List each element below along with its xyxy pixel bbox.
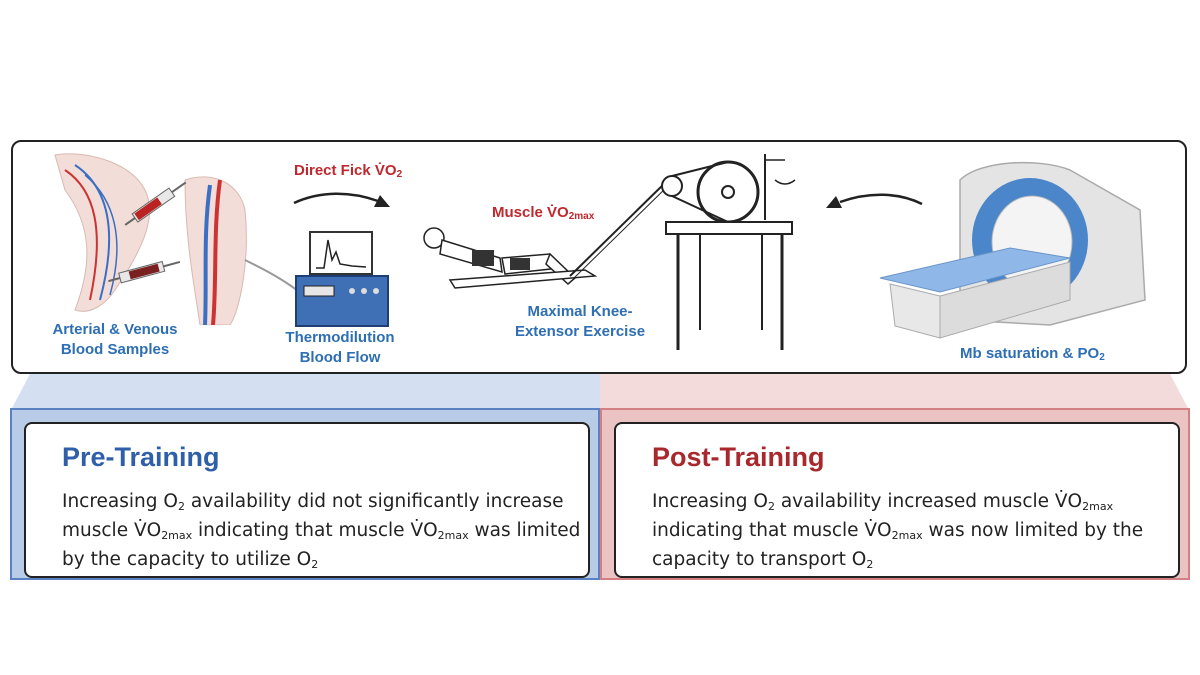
thermodilution-line2: Blood Flow bbox=[299, 349, 381, 366]
thermodilution-line1: Thermodilution bbox=[285, 329, 395, 346]
syringe-top bbox=[124, 181, 187, 226]
monitor-display bbox=[303, 285, 335, 297]
funnel-left-wedge bbox=[12, 374, 600, 408]
monitor-base bbox=[295, 275, 389, 327]
mb-sub: 2 bbox=[1099, 352, 1105, 363]
mri-table-base bbox=[889, 283, 941, 339]
ergometer-table bbox=[665, 221, 793, 235]
person-figure bbox=[423, 227, 598, 289]
leg-artery bbox=[211, 179, 222, 325]
leg-vein bbox=[203, 184, 212, 325]
knee-line1: Maximal Knee- bbox=[527, 303, 633, 320]
muscle-vo2max-label: Muscle V̇O2max bbox=[492, 203, 594, 227]
lever-arm bbox=[569, 179, 669, 277]
knee-extensor-ergometer bbox=[423, 154, 796, 350]
thermodilution-curve-icon bbox=[316, 239, 367, 269]
small-wheel bbox=[661, 175, 683, 197]
arm-vein bbox=[74, 164, 111, 301]
arm-artery bbox=[64, 169, 98, 301]
blood-sampling-illustration bbox=[54, 153, 304, 325]
direct-fick-prefix: Direct Fick bbox=[294, 162, 375, 179]
muscle-sub: 2max bbox=[568, 211, 595, 222]
mb-main: Mb saturation & PO bbox=[960, 345, 1100, 362]
mri-table-top bbox=[879, 247, 1071, 293]
arterial-venous-line2: Blood Samples bbox=[60, 341, 170, 358]
post-training-panel: Post-Training Increasing O2 availability… bbox=[600, 408, 1190, 580]
muscle-prefix: Muscle bbox=[492, 204, 548, 221]
thermodilution-label: Thermodilution Blood Flow bbox=[270, 328, 410, 368]
post-training-card: Post-Training Increasing O2 availability… bbox=[614, 422, 1180, 578]
post-training-text: Increasing O2 availability increased mus… bbox=[652, 491, 1144, 571]
syringe-bottom bbox=[108, 260, 181, 284]
mb-saturation-label: Mb saturation & PO2 bbox=[960, 344, 1105, 368]
pre-training-text: Increasing O2 availability did not signi… bbox=[62, 491, 581, 571]
muscle-v: V̇O bbox=[547, 204, 569, 221]
knee-extensor-label: Maximal Knee- Extensor Exercise bbox=[510, 302, 650, 342]
direct-fick-label: Direct Fick V̇O2 bbox=[294, 161, 402, 185]
knee-line2: Extensor Exercise bbox=[514, 323, 646, 340]
arm-vein-2 bbox=[84, 174, 118, 296]
direct-fick-sub: 2 bbox=[396, 169, 403, 180]
mri-scanner bbox=[879, 161, 1146, 339]
direct-fick-arrow bbox=[293, 192, 390, 207]
pre-training-card: Pre-Training Increasing O2 availability … bbox=[24, 422, 590, 578]
post-training-title: Post-Training bbox=[652, 442, 825, 472]
arterial-venous-label: Arterial & Venous Blood Samples bbox=[40, 320, 190, 360]
pre-training-panel: Pre-Training Increasing O2 availability … bbox=[10, 408, 600, 580]
arterial-venous-line1: Arterial & Venous bbox=[52, 321, 178, 338]
funnel-right-wedge bbox=[600, 374, 1188, 408]
mri-arrow bbox=[826, 193, 923, 208]
direct-fick-v: V̇O bbox=[374, 162, 397, 179]
pre-training-title: Pre-Training bbox=[62, 442, 220, 472]
thermodilution-monitor bbox=[295, 231, 389, 327]
